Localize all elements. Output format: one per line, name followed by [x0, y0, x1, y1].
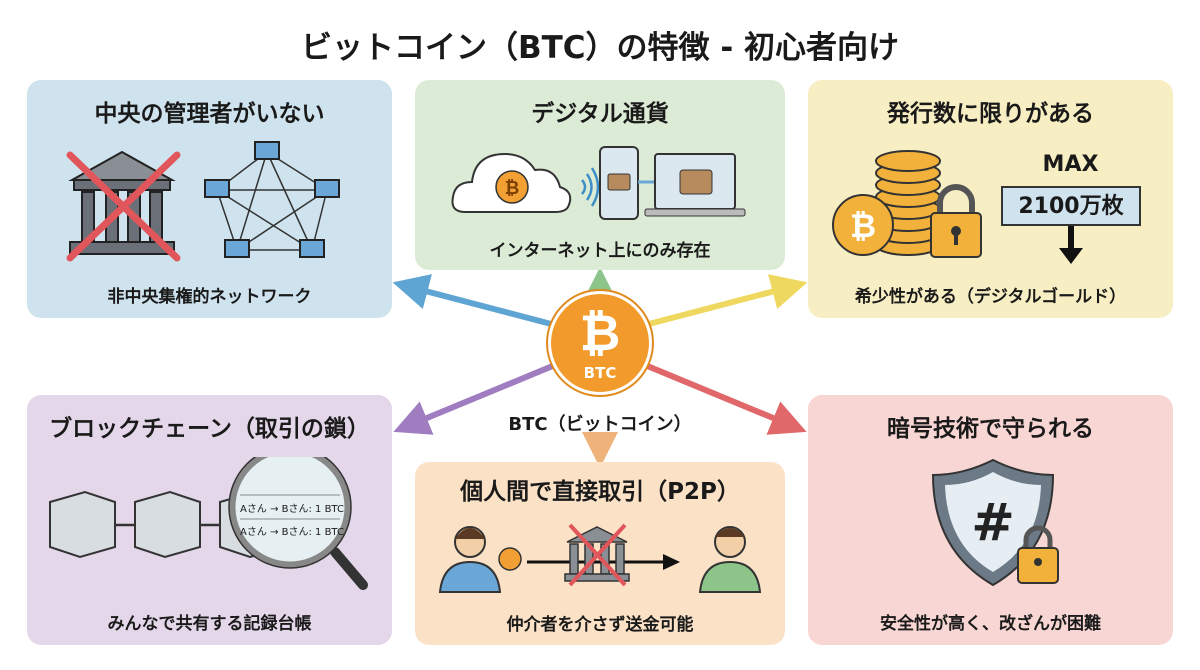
panel-p2p: 個人間で直接取引（P2P） 仲介者を介さず送金可能	[415, 462, 785, 645]
bitcoin-icon	[832, 194, 894, 256]
lock-icon	[1017, 525, 1059, 584]
panel-caption: インターネット上にのみ存在	[489, 241, 711, 261]
coin-text: BTC	[583, 364, 617, 382]
cloud-phone-laptop-icon: ₿	[451, 146, 746, 220]
panel-digital: デジタル通貨 ₿ インターネット上にのみ存在	[415, 80, 785, 270]
max-value-box: 2100万枚	[1001, 186, 1141, 226]
ledger-entry: Aさん → Bさん: 1 BTC	[240, 504, 344, 515]
panel-heading: デジタル通貨	[531, 101, 669, 127]
wireless-icon	[581, 167, 600, 207]
panel-heading: ブロックチェーン（取引の鎖）	[49, 416, 370, 442]
bitcoin-icon	[498, 547, 522, 571]
arrow-down-icon	[1059, 226, 1083, 264]
cross-icon	[568, 523, 627, 587]
p2p-transfer-icon	[438, 523, 762, 593]
panel-caption: 仲介者を介さず送金可能	[506, 615, 694, 635]
panel-heading: 中央の管理者がいない	[94, 101, 325, 127]
bitcoin-center-icon: ₿ BTC	[548, 291, 652, 395]
lock-icon	[930, 184, 982, 258]
svg-text:#: #	[971, 493, 1015, 553]
bitcoin-symbol: ₿	[579, 304, 621, 362]
panel-heading: 個人間で直接取引（P2P）	[460, 479, 740, 505]
arrow-purple	[393, 362, 557, 435]
arrow-blue	[392, 274, 556, 328]
panel-blockchain: ブロックチェーン（取引の鎖） Aさん → Bさん: 1 BTC Aさん → Bさ…	[27, 395, 392, 645]
panel-limited: 発行数に限りがある ₿ MAX 2100万枚 希少性がある（デジタルゴールド）	[808, 80, 1173, 318]
panel-heading: 発行数に限りがある	[887, 101, 1094, 127]
page-title: ビットコイン（BTC）の特徴 - 初心者向け	[301, 30, 899, 66]
panel-caption: みんなで共有する記録台帳	[107, 614, 312, 634]
panel-no-admin: 中央の管理者がいない 非中央集権的ネットワーク	[27, 80, 392, 318]
arrow-yellow	[644, 274, 808, 328]
svg-text:₿: ₿	[850, 207, 876, 245]
person-icon	[438, 526, 502, 593]
panel-caption: 非中央集権的ネットワーク	[107, 287, 312, 307]
coins-lock-icon: ₿	[832, 150, 982, 258]
panel-caption: 安全性が高く、改ざんが困難	[880, 614, 1101, 634]
network-icon	[216, 151, 328, 251]
bitcoin-icon	[495, 170, 529, 204]
svg-text:₿: ₿	[505, 178, 520, 199]
panel-crypto: 暗号技術で守られる # 安全性が高く、改ざんが困難	[808, 395, 1173, 645]
person-icon	[698, 526, 762, 593]
ledger-entry: Aさん → Bさん: 1 BTC	[240, 527, 344, 538]
magnifier-icon	[228, 457, 368, 590]
cross-icon	[66, 151, 181, 262]
blockchain-icon	[49, 457, 368, 590]
center-label: BTC（ビットコイン）	[508, 414, 692, 435]
arrow-red	[643, 362, 807, 435]
bank-icon	[68, 150, 176, 255]
bank-crossed-network-icon	[66, 141, 340, 262]
shield-lock-icon: #	[931, 458, 1059, 587]
panel-caption: 希少性がある（デジタルゴールド）	[854, 287, 1127, 307]
max-label: MAX	[1042, 152, 1099, 177]
panel-heading: 暗号技術で守られる	[887, 416, 1094, 442]
